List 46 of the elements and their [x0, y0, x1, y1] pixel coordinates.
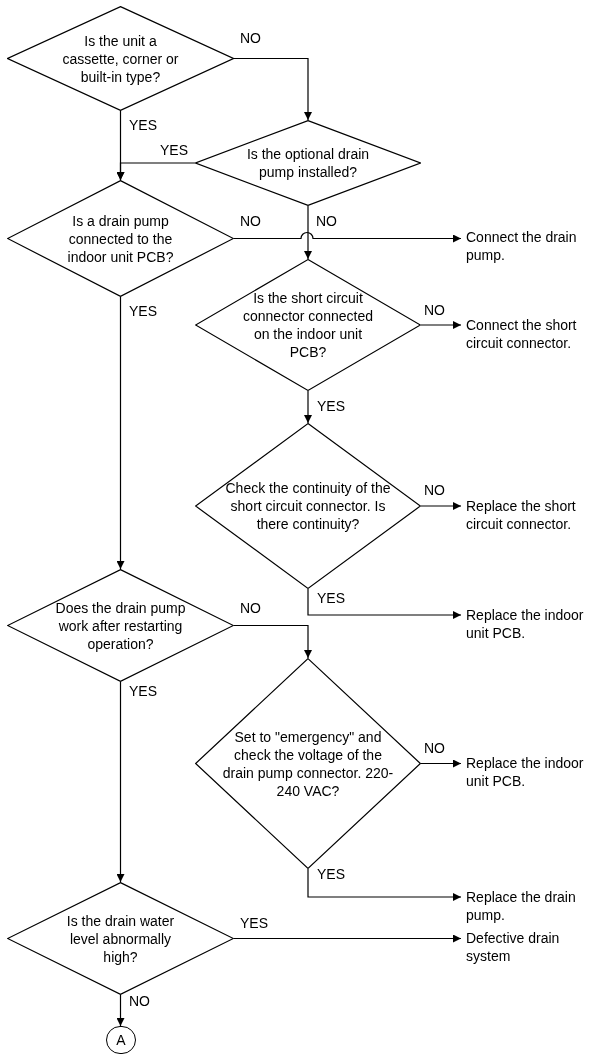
result-text: Replace the indoor unit PCB. [466, 606, 602, 642]
arrow [420, 321, 462, 329]
arrow [307, 868, 462, 901]
arrow [304, 205, 312, 260]
edge-label: YES [317, 590, 345, 606]
result-text: Connect the drain pump. [466, 228, 600, 264]
edge-label: NO [424, 740, 445, 756]
edge-label: NO [424, 302, 445, 318]
edge-label: NO [129, 993, 150, 1009]
arrow [233, 57, 312, 121]
result-text: Connect the short circuit connector. [466, 316, 600, 352]
result-text: Replace the drain pump. [466, 888, 600, 924]
edge-label: NO [424, 482, 445, 498]
question-text: Is the unit a cassette, corner or built-in type? [61, 31, 180, 86]
edge-label: YES [317, 398, 345, 414]
arrow [116, 681, 125, 883]
edge-label: YES [160, 142, 188, 158]
edge-label: YES [129, 117, 157, 133]
edge-label: YES [240, 915, 268, 931]
arrow [304, 390, 312, 424]
edge-label: NO [240, 213, 261, 229]
edge-label: YES [129, 303, 157, 319]
question-text: Does the drain pump work after restarting operation? [54, 598, 187, 653]
result-text: Replace the short circuit connector. [466, 497, 600, 533]
question-text: Is the optional drain pump installed? [245, 145, 371, 181]
arrow [116, 994, 125, 1027]
arrow [233, 934, 462, 943]
question-text: Set to "emergency" and check the voltage of the drain pump connector. 220-240 VAC? [222, 727, 394, 800]
edge-label: NO [316, 213, 337, 229]
result-text: Replace the indoor unit PCB. [466, 754, 602, 790]
arrow [307, 588, 462, 619]
arrow [420, 759, 462, 768]
question-text: Is a drain pump connected to the indoor unit PCB? [66, 211, 175, 266]
arrow [233, 231, 462, 243]
arrow [420, 502, 462, 510]
question-text: Is the drain water level abnormally high? [65, 911, 176, 966]
edge-label: NO [240, 30, 261, 46]
arrow [233, 624, 312, 659]
result-text: Defective drain system [466, 929, 600, 965]
question-text: Is the short circuit connector connected on the indoor unit PCB? [242, 289, 374, 361]
edge-label: NO [240, 600, 261, 616]
question-text: Check the continuity of the short circuit connector. Is there continuity? [224, 479, 392, 533]
arrow [116, 296, 125, 570]
edge-label: YES [317, 866, 345, 882]
arrow [116, 162, 196, 181]
edge-label: YES [129, 683, 157, 699]
